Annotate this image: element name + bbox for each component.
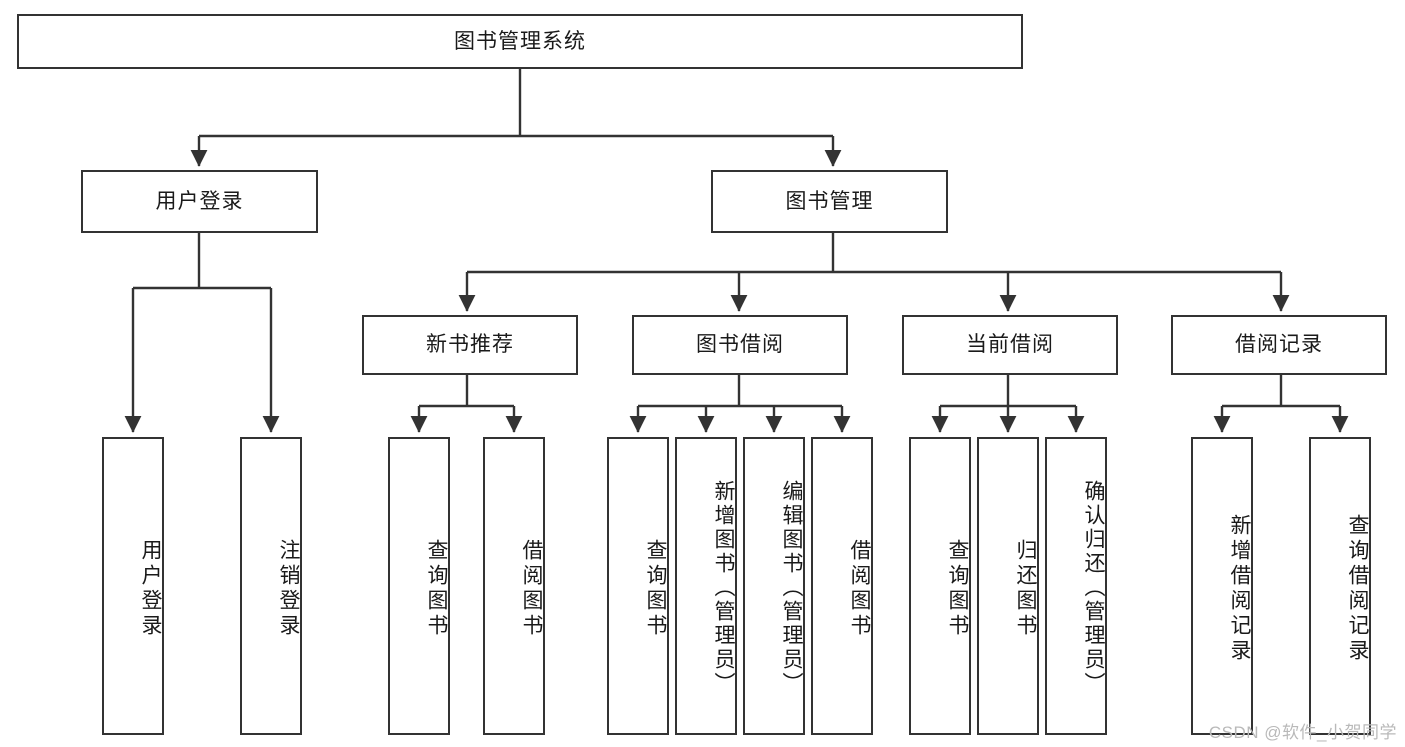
node-leaf-query-book-borrow[interactable]: 查询图书 — [607, 437, 669, 735]
node-leaf-add-borrow-record[interactable]: 新增借阅记录 — [1191, 437, 1253, 735]
node-borrow-records[interactable]: 借阅记录 — [1171, 315, 1387, 375]
node-leaf-lend-book[interactable]: 借阅图书 — [811, 437, 873, 735]
node-leaf-add-book-admin[interactable]: 新增图书（管理员） — [675, 437, 737, 735]
node-current-borrow[interactable]: 当前借阅 — [902, 315, 1118, 375]
node-leaf-return-book[interactable]: 归还图书 — [977, 437, 1039, 735]
watermark-text: CSDN @软件_小贺同学 — [1208, 723, 1397, 742]
node-new-book-recommend[interactable]: 新书推荐 — [362, 315, 578, 375]
node-leaf-confirm-return-admin[interactable]: 确认归还（管理员） — [1045, 437, 1107, 735]
node-book-borrow[interactable]: 图书借阅 — [632, 315, 848, 375]
node-leaf-user-login[interactable]: 用户登录 — [102, 437, 164, 735]
node-book-management[interactable]: 图书管理 — [711, 170, 948, 233]
node-user-login[interactable]: 用户登录 — [81, 170, 318, 233]
node-leaf-query-book-recommend[interactable]: 查询图书 — [388, 437, 450, 735]
node-leaf-query-book-current[interactable]: 查询图书 — [909, 437, 971, 735]
node-leaf-edit-book-admin[interactable]: 编辑图书（管理员） — [743, 437, 805, 735]
node-leaf-borrow-book-recommend[interactable]: 借阅图书 — [483, 437, 545, 735]
node-leaf-logout[interactable]: 注销登录 — [240, 437, 302, 735]
node-leaf-query-borrow-record[interactable]: 查询借阅记录 — [1309, 437, 1371, 735]
node-root-book-management-system[interactable]: 图书管理系统 — [17, 14, 1023, 69]
